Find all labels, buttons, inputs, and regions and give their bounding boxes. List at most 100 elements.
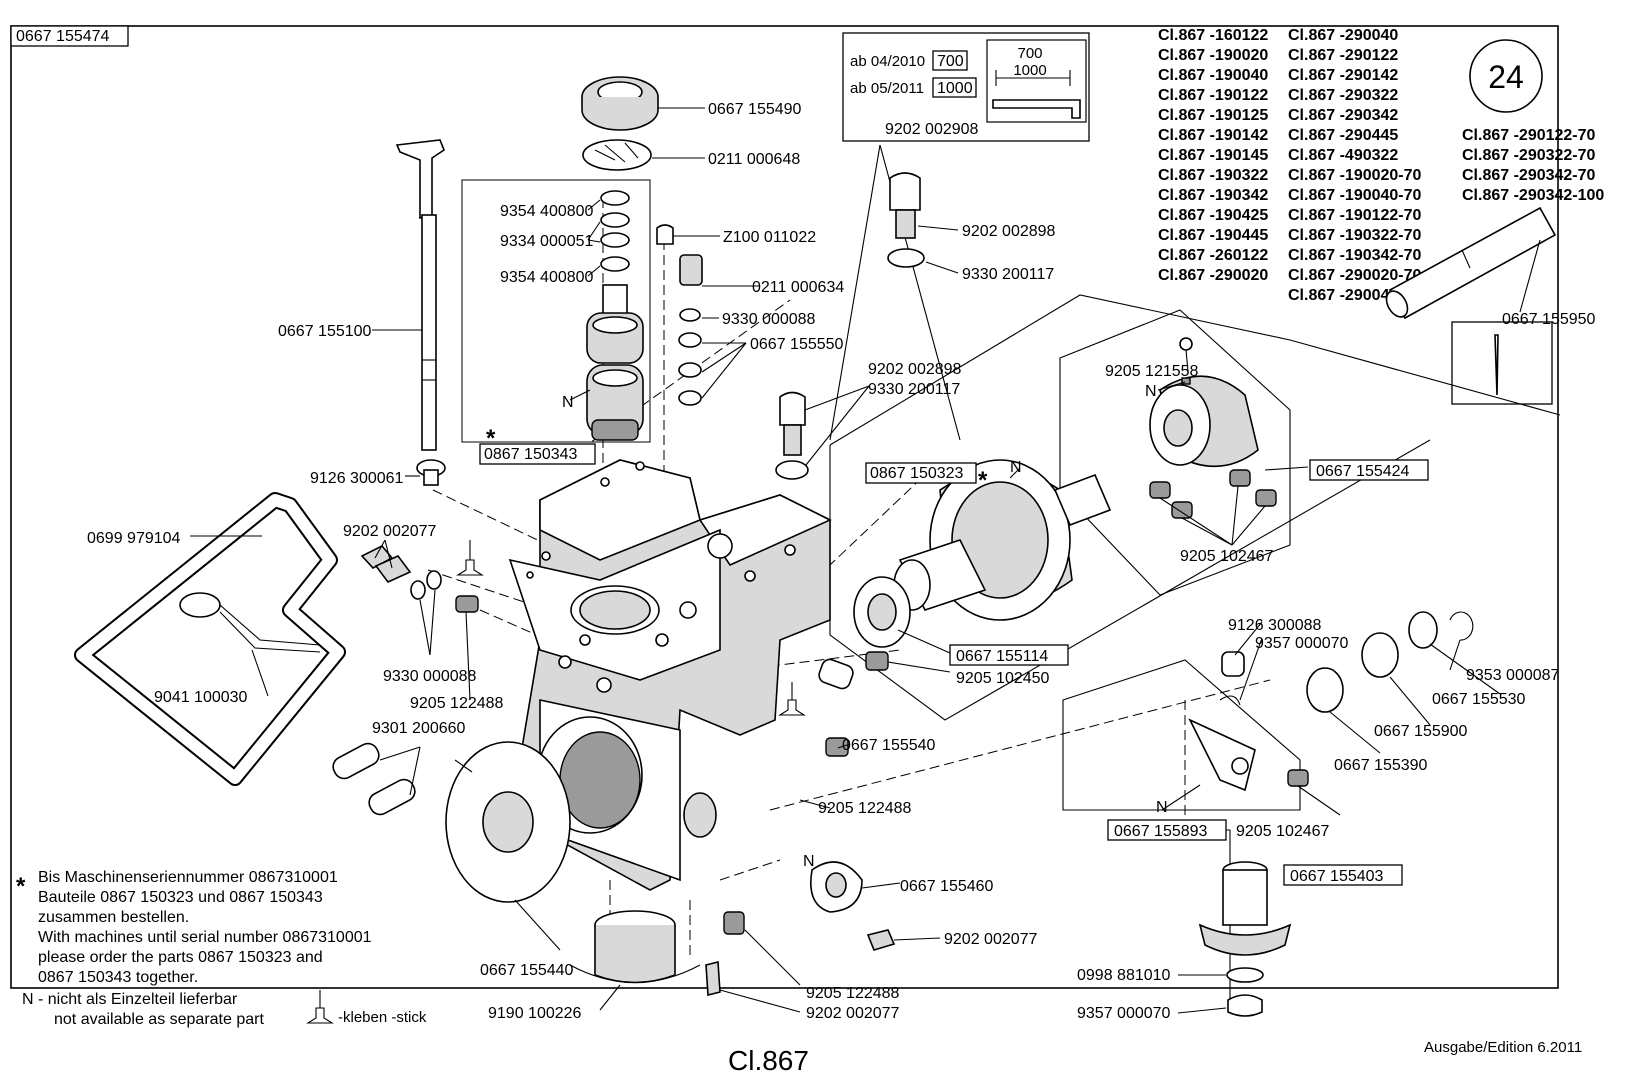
label-9354-400800-a: 9354 400800 xyxy=(500,203,594,220)
glue-stick-icon xyxy=(306,990,334,1024)
label-9334-000051: 9334 000051 xyxy=(500,233,594,250)
parts-drawing xyxy=(74,76,1561,1017)
note-star-line1: Bis Maschinenseriennummer 0867310001 xyxy=(38,869,338,886)
class-list-item: Cl.867 -290445 xyxy=(1288,127,1398,144)
class-list-item: Cl.867 -190342-70 xyxy=(1288,247,1422,264)
note-n-line1: N - nicht als Einzelteil lieferbar xyxy=(22,991,238,1008)
drawing-frame xyxy=(10,25,1559,989)
star-150323: * xyxy=(978,467,988,494)
inset-value-1: 700 xyxy=(937,53,964,70)
class-list-item: Cl.867 -190040-70 xyxy=(1288,187,1422,204)
label-9205-102450: 9205 102450 xyxy=(956,670,1050,687)
label-9353-000087: 9353 000087 xyxy=(1466,667,1560,684)
label-0667-155900: 0667 155900 xyxy=(1374,723,1468,740)
label-0667-155540: 0667 155540 xyxy=(842,737,936,754)
class-list-item: Cl.867 -190322-70 xyxy=(1288,227,1422,244)
class-list-item: Cl.867 -260122 xyxy=(1158,247,1268,264)
class-list-item: Cl.867 -190145 xyxy=(1158,147,1268,164)
class-list-item: Cl.867 -290322-70 xyxy=(1462,147,1596,164)
needle-box xyxy=(1451,321,1553,405)
dimension-inset: ab 04/2010 700 ab 05/2011 1000 700 1000 … xyxy=(842,32,1090,142)
label-0667-155893: 0667 155893 xyxy=(1114,823,1208,840)
class-list-item: Cl.867 -290040 xyxy=(1288,27,1398,44)
inset-since-2: ab 05/2011 xyxy=(850,80,924,97)
label-9205-121558: 9205 121558 xyxy=(1105,363,1199,380)
label-9330-000088-a: 9330 000088 xyxy=(722,311,816,328)
note-star-line6: 0867 150343 together. xyxy=(38,969,198,986)
class-list-item: Cl.867 -290322 xyxy=(1288,87,1398,104)
label-n-4: N xyxy=(803,853,815,870)
note-star-line3: zusammen bestellen. xyxy=(38,909,189,926)
footer-edition: Ausgabe/Edition 6.2011 xyxy=(1424,1039,1582,1056)
note-stick: -kleben -stick xyxy=(338,1009,427,1026)
group-box-150343 xyxy=(461,179,651,443)
class-list-item: Cl.867 -190122-70 xyxy=(1288,207,1422,224)
class-list-item: Cl.867 -190142 xyxy=(1158,127,1268,144)
class-list-item: Cl.867 -290342 xyxy=(1288,107,1398,124)
label-9205-122488-c: 9205 122488 xyxy=(806,985,900,1002)
label-9357-000070-b: 9357 000070 xyxy=(1077,1005,1171,1022)
inset-dim-b: 1000 xyxy=(1013,62,1046,79)
label-0667-155550: 0667 155550 xyxy=(750,336,844,353)
class-list-item: Cl.867 -190425 xyxy=(1158,207,1268,224)
label-9202-002077-c: 9202 002077 xyxy=(806,1005,900,1022)
inset-value-2: 1000 xyxy=(937,80,973,97)
notes: * Bis Maschinenseriennummer 0867310001 B… xyxy=(16,869,427,1028)
note-star-symbol: * xyxy=(16,873,26,900)
label-0667-155424: 0667 155424 xyxy=(1316,463,1410,480)
label-n-1: N xyxy=(562,394,574,411)
class-list-item: Cl.867 -190020 xyxy=(1158,47,1268,64)
label-0667-155460: 0667 155460 xyxy=(900,878,994,895)
class-list-item: Cl.867 -290342-70 xyxy=(1462,167,1596,184)
label-0667-155114: 0667 155114 xyxy=(956,648,1048,665)
label-n-2: N xyxy=(1145,383,1157,400)
label-0667-155440: 0667 155440 xyxy=(480,962,574,979)
class-list-item: Cl.867 -160122 xyxy=(1158,27,1268,44)
class-list-item: Cl.867 -190020-70 xyxy=(1288,167,1422,184)
note-n-line2: not available as separate part xyxy=(54,1011,264,1028)
note-star-line4: With machines until serial number 086731… xyxy=(38,929,372,946)
class-list-item: Cl.867 -290122-70 xyxy=(1462,127,1596,144)
inset-part: 9202 002908 xyxy=(885,121,979,138)
class-list-item: Cl.867 -190445 xyxy=(1158,227,1268,244)
label-9190-100226: 9190 100226 xyxy=(488,1005,582,1022)
label-0667-155403: 0667 155403 xyxy=(1290,868,1384,885)
label-9126-300088: 9126 300088 xyxy=(1228,617,1322,634)
inset-dim-a: 700 xyxy=(1017,45,1042,62)
label-9205-122488-b: 9205 122488 xyxy=(818,800,912,817)
class-list-item: Cl.867 -190322 xyxy=(1158,167,1268,184)
label-9202-002077-b: 9202 002077 xyxy=(944,931,1038,948)
label-0667-155390: 0667 155390 xyxy=(1334,757,1428,774)
inset-since-1: ab 04/2010 xyxy=(850,53,925,70)
label-9202-002077-a: 9202 002077 xyxy=(343,523,437,540)
label-0867-150343: 0867 150343 xyxy=(484,446,578,463)
label-0867-150323: 0867 150323 xyxy=(870,465,964,482)
footer-class-name: Cl.867 xyxy=(728,1045,809,1076)
drawing-number: 0667 155474 xyxy=(16,28,110,45)
class-list-item: Cl.867 -290342-100 xyxy=(1462,187,1604,204)
class-list-item: Cl.867 -190122 xyxy=(1158,87,1268,104)
label-0667-155490: 0667 155490 xyxy=(708,101,802,118)
label-9202-002898: 9202 002898 xyxy=(962,223,1056,240)
class-list-item: Cl.867 -190125 xyxy=(1158,107,1268,124)
label-0211-000634: 0211 000634 xyxy=(752,279,844,296)
note-star-line5: please order the parts 0867 150323 and xyxy=(38,949,323,966)
class-list-item: Cl.867 -190342 xyxy=(1158,187,1268,204)
label-0667-155530: 0667 155530 xyxy=(1432,691,1526,708)
label-9330-000088-b: 9330 000088 xyxy=(383,668,477,685)
page-number: 24 xyxy=(1488,59,1524,95)
drawing-number-box xyxy=(10,25,129,47)
note-star-line2: Bauteile 0867 150323 und 0867 150343 xyxy=(38,889,323,906)
star-150343: * xyxy=(486,425,496,452)
label-n-5: N xyxy=(1156,799,1168,816)
label-9357-000070-a: 9357 000070 xyxy=(1255,635,1349,652)
label-n-3: N xyxy=(1010,459,1022,476)
label-9205-102467-b: 9205 102467 xyxy=(1236,823,1330,840)
label-0667-155100: 0667 155100 xyxy=(278,323,372,340)
label-9330-200117-b: 9330 200117 xyxy=(868,381,960,398)
page-number-circle xyxy=(1469,39,1543,113)
label-9301-200660: 9301 200660 xyxy=(372,720,466,737)
class-list-item: Cl.867 -290020-70 xyxy=(1288,267,1422,284)
